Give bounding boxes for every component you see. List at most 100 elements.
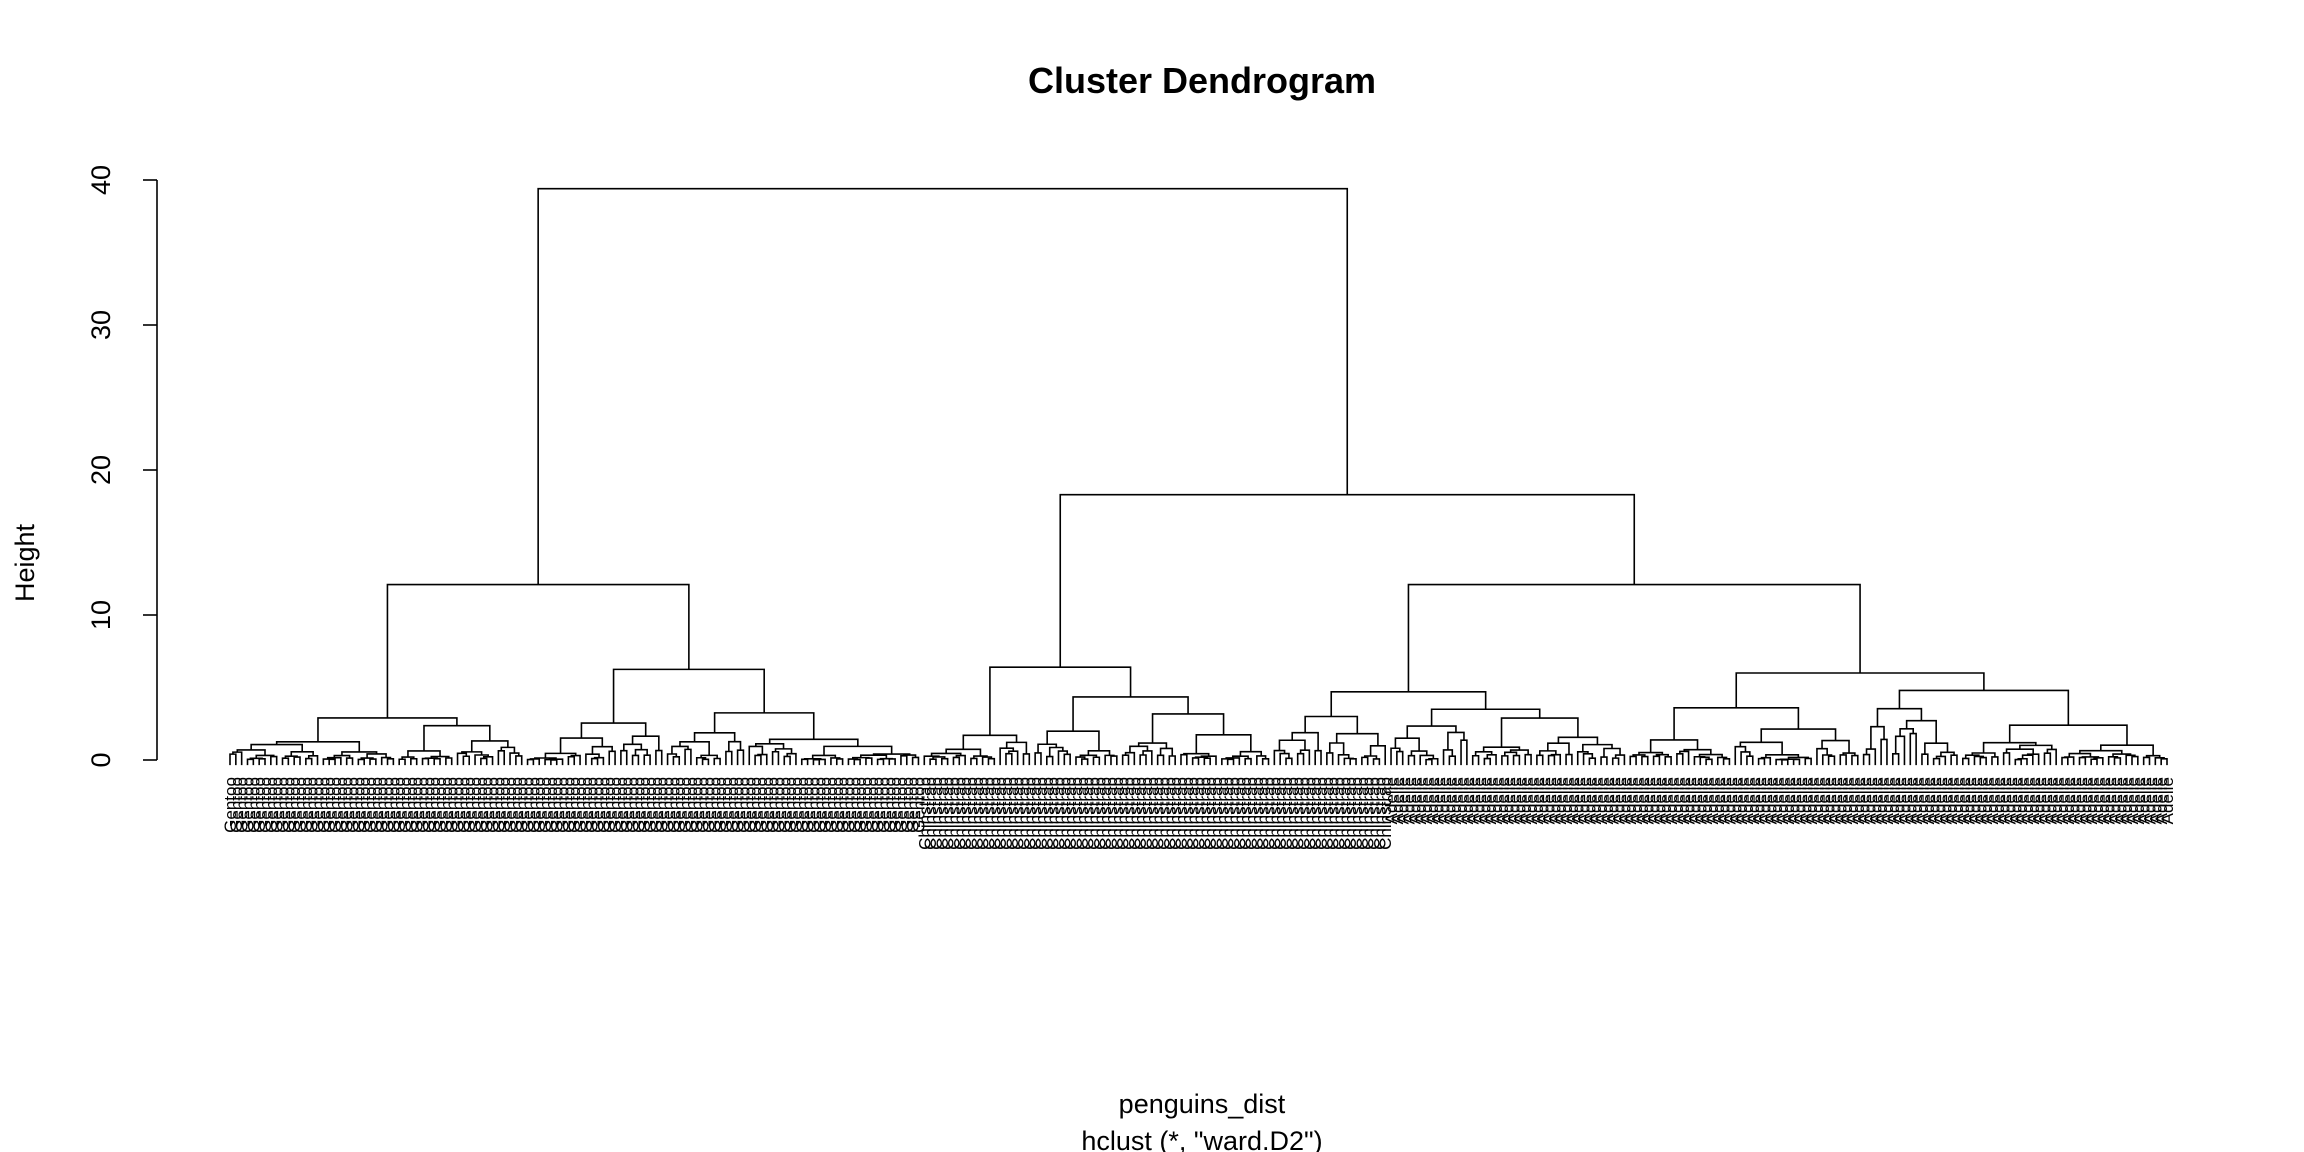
leaf-label: Gentoo <box>414 777 433 833</box>
dendrogram-branch <box>2125 754 2136 766</box>
dendrogram-branch <box>386 758 395 766</box>
chart-title: Cluster Dendrogram <box>1028 60 1376 101</box>
leaf-label: Gentoo <box>571 777 590 833</box>
leaf-label: Gentoo <box>740 777 759 833</box>
leaf-label: Chinstrap <box>1225 777 1244 850</box>
dendrogram-branch <box>1486 753 1497 766</box>
dendrogram-branch <box>1964 754 1980 759</box>
dendrogram-branch <box>693 732 736 742</box>
leaf-label: Adelie <box>1703 777 1722 824</box>
leaf-label: Adelie <box>1697 777 1716 824</box>
leaf-label: Adelie <box>1878 777 1897 824</box>
leaf-label: Chinstrap <box>1038 777 1057 850</box>
leaf-label: Gentoo <box>425 777 444 833</box>
dendrogram-branch <box>989 666 1132 736</box>
leaf-label: Chinstrap <box>1026 777 1045 850</box>
dendrogram-branch <box>1611 757 1620 766</box>
leaf-label: Chinstrap <box>944 777 963 850</box>
leaf-label: Adelie <box>1464 777 1483 824</box>
dendrogram-branch <box>360 757 374 760</box>
dendrogram-branch <box>1524 753 1532 766</box>
dendrogram-branch <box>474 754 489 766</box>
dendrogram-branch <box>911 756 920 766</box>
leaf-label: Adelie <box>1720 777 1739 824</box>
leaf-label: Adelie <box>1522 777 1541 824</box>
leaf-label: Adelie <box>1936 777 1955 824</box>
leaf-label: Gentoo <box>326 777 345 833</box>
dendrogram-branch <box>1419 754 1435 766</box>
leaf-label: Gentoo <box>256 777 275 833</box>
dendrogram-branch <box>1057 750 1069 766</box>
leaf-label: Chinstrap <box>1248 777 1267 850</box>
leaf-label: Gentoo <box>699 777 718 833</box>
dendrogram-branch <box>1363 755 1378 759</box>
dendrogram-branch <box>713 712 815 740</box>
leaf-label: Gentoo <box>227 777 246 833</box>
leaf-label: Adelie <box>1475 777 1494 824</box>
dendrogram-branch <box>774 748 793 754</box>
dendrogram-branch <box>326 756 342 766</box>
dendrogram-branch <box>1194 756 1209 759</box>
leaf-label: Adelie <box>1930 777 1949 824</box>
dendrogram-branch <box>1991 756 1999 766</box>
leaf-label: Adelie <box>1621 777 1640 824</box>
leaf-label: Gentoo <box>291 777 310 833</box>
leaf-label: Chinstrap <box>1318 777 1337 850</box>
dendrogram-branch <box>1142 750 1153 766</box>
dendrogram-branch <box>1337 754 1350 766</box>
dendrogram-branch <box>1063 753 1071 766</box>
leaf-label: Chinstrap <box>915 777 934 850</box>
dendrogram-branch <box>1121 754 1130 766</box>
leaf-label: Gentoo <box>723 777 742 833</box>
leaf-label: Adelie <box>1691 777 1710 824</box>
leaf-label: Adelie <box>1715 777 1734 824</box>
leaf-label: Adelie <box>1382 777 1401 824</box>
leaf-label: Gentoo <box>314 777 333 833</box>
dendrogram-branch <box>386 583 690 718</box>
leaf-label: Gentoo <box>898 777 917 833</box>
dendrogram-branch <box>1092 756 1101 766</box>
leaf-label: Chinstrap <box>939 777 958 850</box>
dendrogram-branch <box>430 755 450 759</box>
leaf-label: Adelie <box>1965 777 1984 824</box>
dendrogram-branch <box>1603 747 1621 758</box>
dendrogram-branch <box>398 758 406 766</box>
leaf-label: Chinstrap <box>1137 777 1156 850</box>
leaf-label: Adelie <box>2094 777 2113 824</box>
leaf-label: Gentoo <box>758 777 777 833</box>
leaf-label: Gentoo <box>274 777 293 833</box>
dendrogram-branch <box>1195 734 1252 754</box>
dendrogram-branch <box>270 755 278 766</box>
dendrogram-branch <box>591 745 613 755</box>
leaf-label: Chinstrap <box>1184 777 1203 850</box>
dendrogram-branch <box>1699 756 1710 766</box>
dendrogram-branch <box>2078 756 2087 766</box>
dendrogram-branch <box>1891 752 1900 766</box>
leaf-label: Chinstrap <box>1341 777 1360 850</box>
leaf-label: Adelie <box>1872 777 1891 824</box>
leaf-label: Adelie <box>1884 777 1903 824</box>
leaf-label: Adelie <box>1440 777 1459 824</box>
dendrogram-branch <box>1396 750 1404 766</box>
leaf-label: Chinstrap <box>1201 777 1220 850</box>
dendrogram-branch <box>515 755 523 766</box>
dendrogram-branch <box>482 756 494 766</box>
leaf-label: Adelie <box>1458 777 1477 824</box>
leaf-label: Gentoo <box>332 777 351 833</box>
leaf-label: Gentoo <box>594 777 613 833</box>
leaf-label: Adelie <box>1901 777 1920 824</box>
dendrogram-branch <box>1962 757 1970 766</box>
leaf-label: Gentoo <box>653 777 672 833</box>
dendrogram-branch <box>725 750 733 766</box>
dendrogram-branch <box>1746 755 1754 766</box>
dendrogram-branch <box>2145 754 2161 758</box>
leaf-label: Gentoo <box>507 777 526 833</box>
dendrogram-branch <box>929 758 937 766</box>
leaf-label: Adelie <box>1610 777 1629 824</box>
dendrogram-branch <box>1781 759 1789 766</box>
leaf-label: Chinstrap <box>1014 777 1033 850</box>
leaf-label: Gentoo <box>367 777 386 833</box>
leaf-label: Adelie <box>1744 777 1763 824</box>
leaf-label: Gentoo <box>606 777 625 833</box>
